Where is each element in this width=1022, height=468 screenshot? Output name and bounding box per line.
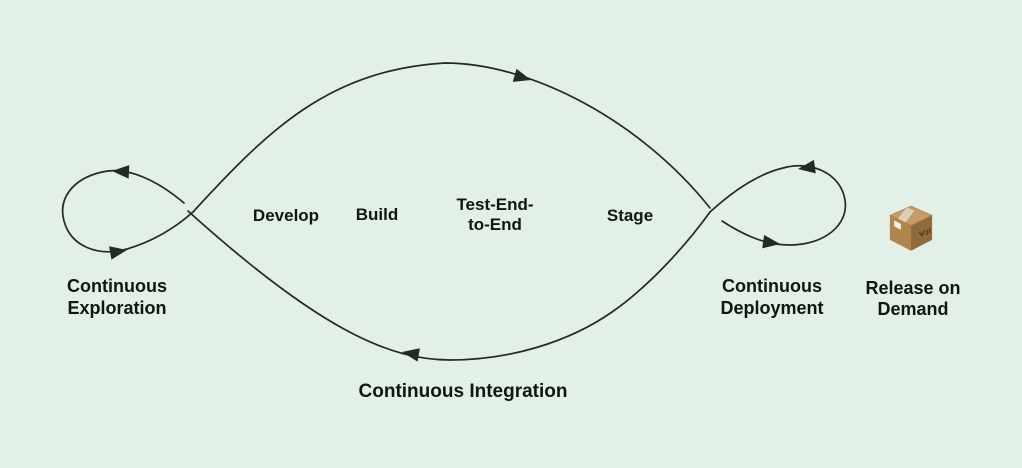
continuous-deployment-label: Continuous Deployment (720, 275, 823, 319)
deployment-loop-top-arrow-icon (798, 159, 816, 174)
release-on-demand-label: Release on Demand (865, 278, 960, 320)
stage-label-build: Build (355, 205, 399, 224)
stage-label-develop: Develop (252, 206, 320, 225)
flow-arrows (109, 68, 816, 362)
package-box-icon (889, 205, 933, 251)
stage-label-stage: Stage (606, 206, 654, 225)
continuous-deployment-line2: Deployment (720, 298, 824, 318)
continuous-exploration-line2: Exploration (67, 298, 167, 318)
continuous-exploration-line1: Continuous (67, 276, 167, 296)
exploration-loop-bottom-arrow-icon (109, 246, 127, 260)
deployment-loop-bottom-arrow-icon (762, 234, 780, 249)
stage-label-test-line2: to-End (468, 215, 522, 234)
top-curve-arrow-icon (512, 68, 531, 82)
bottom-curve-arrow-icon (402, 348, 420, 362)
continuous-deployment-line1: Continuous (722, 276, 822, 296)
stage-label-test-end-to-end: Test-End- to-End (456, 195, 533, 235)
release-on-demand-line2: Demand (877, 299, 949, 319)
exploration-loop-top-arrow-icon (112, 165, 130, 179)
release-on-demand-line1: Release on (865, 278, 961, 298)
continuous-integration-label: Continuous Integration (358, 381, 568, 402)
continuous-exploration-label: Continuous Exploration (67, 275, 167, 319)
stage-label-test-line1: Test-End- (456, 195, 534, 214)
deployment-loop-and-bottom-curve (187, 164, 847, 361)
